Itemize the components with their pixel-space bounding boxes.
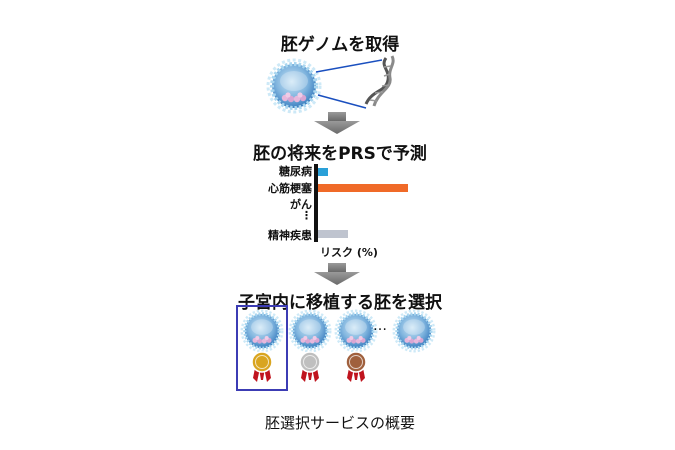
chart-ellipsis: ⋮ xyxy=(301,209,312,222)
dna-helix-icon xyxy=(364,55,395,107)
embryo-icon xyxy=(392,309,436,353)
selection-box xyxy=(236,305,288,391)
figure-caption: 胚選択サービスの概要 xyxy=(264,414,415,432)
embryo-ellipsis: … xyxy=(373,318,387,334)
chart-category-label: 糖尿病 xyxy=(279,165,312,178)
dna-zoom-lines xyxy=(315,59,383,109)
down-arrow-icon xyxy=(314,263,360,285)
chart-category-label: がん xyxy=(290,198,312,211)
medal-icon xyxy=(299,351,321,382)
chart-category-label: 心筋梗塞 xyxy=(268,182,312,195)
chart-bar xyxy=(318,230,348,238)
step3-title: 子宮内に移植する胚を選択 xyxy=(238,293,442,313)
embryo-icon xyxy=(266,58,322,114)
step1-title: 胚ゲノムを取得 xyxy=(280,35,400,55)
embryo-icon xyxy=(334,309,378,353)
chart-bar xyxy=(318,168,328,176)
embryo-icon xyxy=(240,309,284,353)
down-arrow-icon xyxy=(314,112,360,134)
medal-icon xyxy=(345,351,367,382)
chart-bar xyxy=(318,184,408,192)
chart-category-label: 精神疾患 xyxy=(268,229,312,242)
medal-icon xyxy=(251,351,273,382)
embryo-icon xyxy=(288,309,332,353)
step2-title: 胚の将来をPRSで予測 xyxy=(253,144,427,164)
chart-x-axis-label: リスク (%) xyxy=(320,246,378,259)
